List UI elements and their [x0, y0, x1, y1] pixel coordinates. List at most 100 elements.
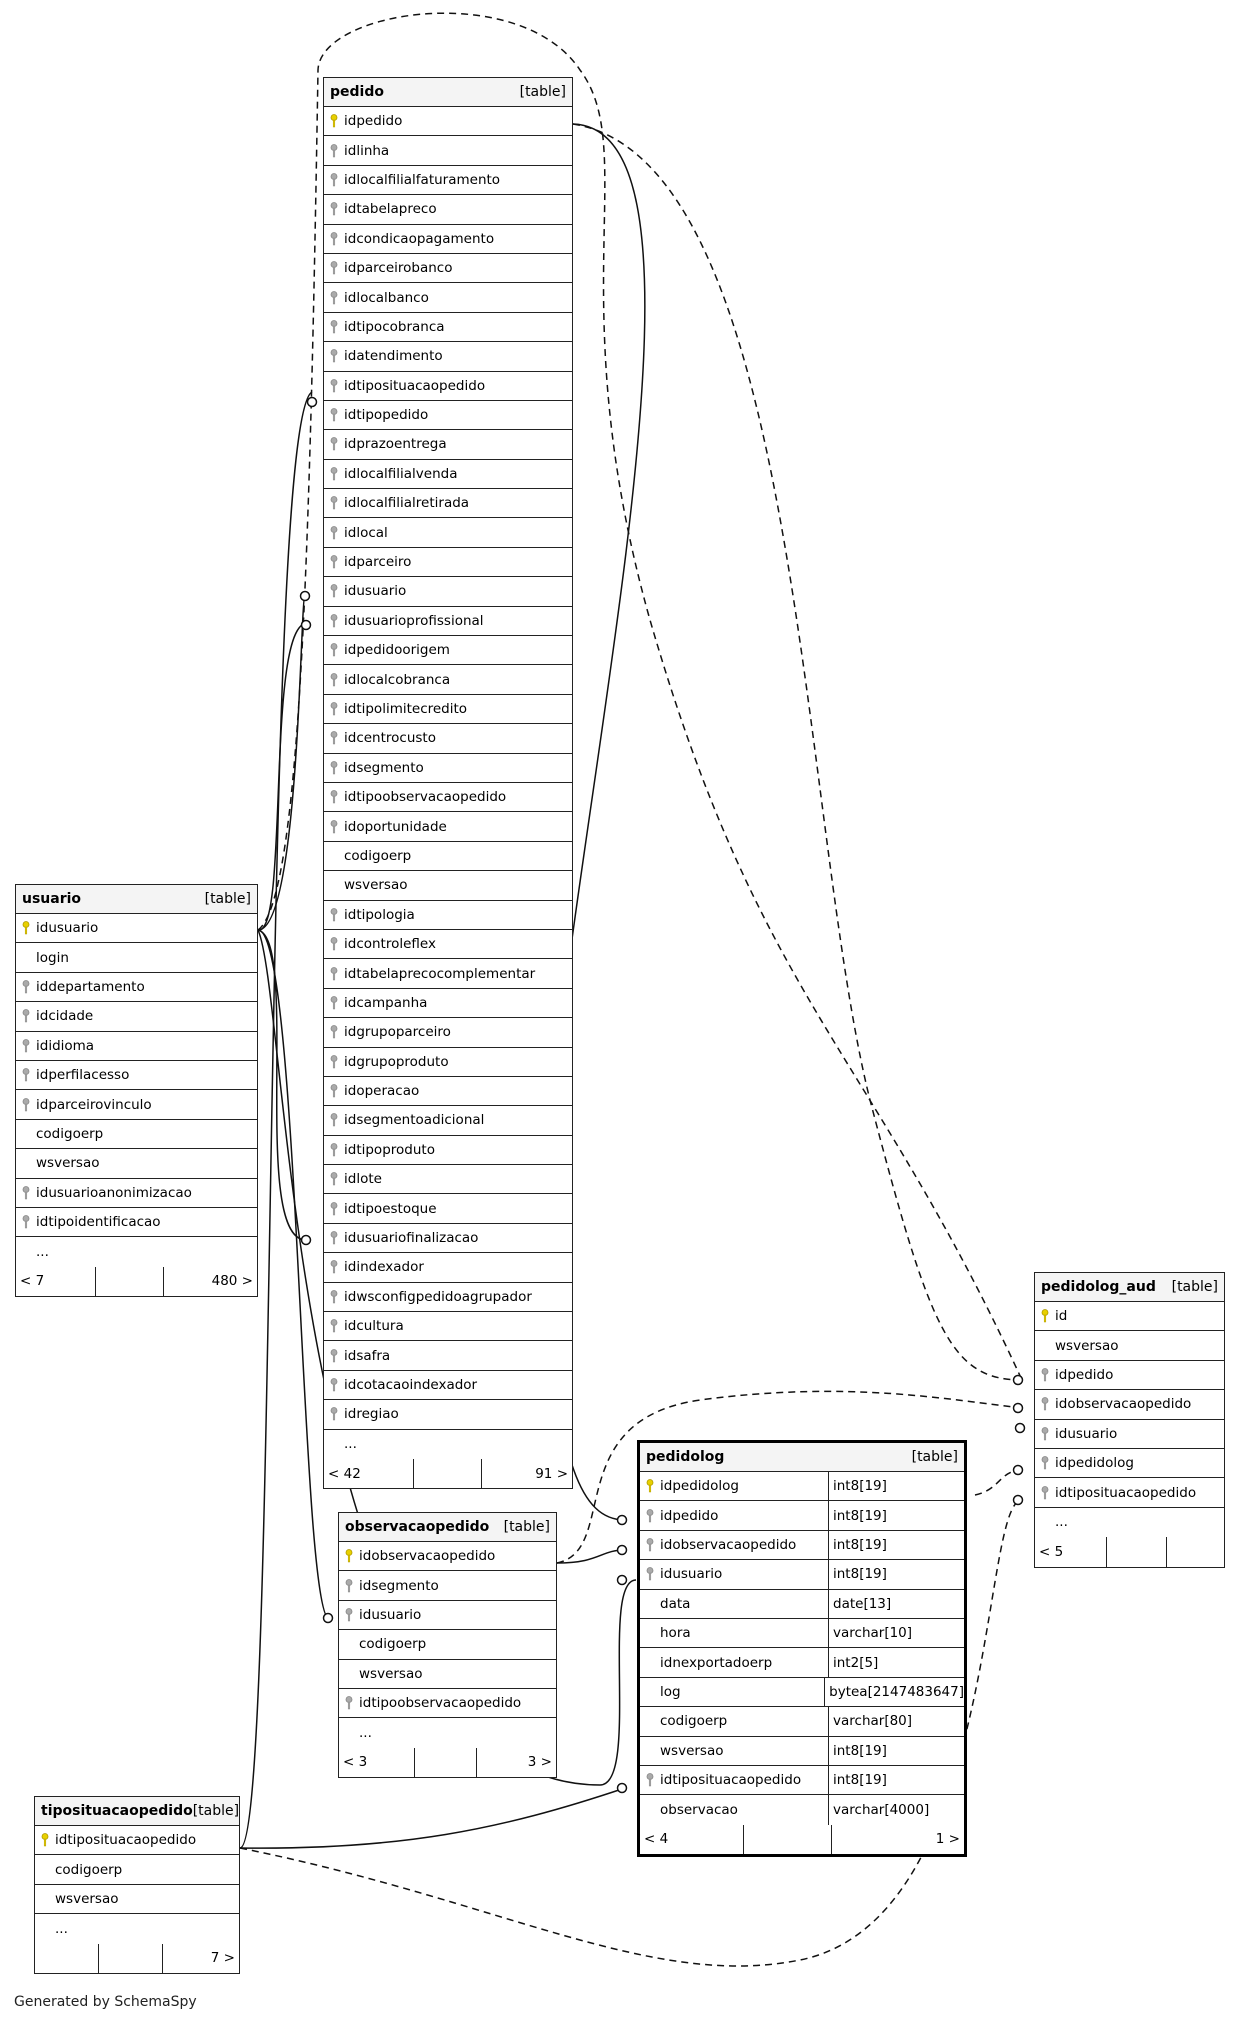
column-name: idlocalcobranca — [344, 671, 451, 688]
column-row: idpedido — [1035, 1361, 1224, 1391]
column-row: ... — [16, 1237, 257, 1266]
column-row: iddepartamento — [16, 973, 257, 1003]
endpoint-circle — [616, 1514, 628, 1526]
stat-parents: < 5 — [1035, 1537, 1107, 1567]
foreign-key-icon — [16, 1038, 36, 1053]
column-row: idcidade — [16, 1002, 257, 1032]
link-tiposituacaopedido-pedidolog — [239, 1787, 626, 1849]
column-row: idwsconfigpedidoagrupador — [324, 1283, 572, 1313]
column-row: idoperacao — [324, 1077, 572, 1107]
column-name: idobservacaopedido — [359, 1548, 496, 1565]
foreign-key-icon — [324, 1054, 344, 1069]
column-name: idtiposituacaopedido — [55, 1832, 197, 1849]
foreign-key-icon — [324, 173, 344, 187]
stat-children — [744, 1824, 832, 1855]
column-name: idsafra — [344, 1347, 391, 1364]
foreign-key-icon — [16, 1068, 36, 1082]
column-name: ... — [55, 1920, 68, 1937]
column-name: idatendimento — [344, 348, 443, 365]
link-pedido-pedidolog-aud-idpedido — [572, 123, 1023, 1381]
column-row: idregiao — [324, 1400, 572, 1430]
column-type: varchar[10] — [828, 1618, 964, 1648]
endpoint-circle — [1012, 1374, 1024, 1386]
table-kind: [table] — [519, 84, 566, 100]
column-name: idparceiro — [344, 554, 412, 571]
foreign-key-icon — [324, 1260, 344, 1274]
endpoint-circle — [616, 1782, 628, 1794]
column-row: idgrupoparceiro — [324, 1018, 572, 1048]
column-name: idpedidolog — [660, 1478, 739, 1495]
column-name: idregiao — [344, 1406, 399, 1423]
foreign-key-icon — [16, 1097, 36, 1112]
column-row: idcampanha — [324, 989, 572, 1019]
table-name: usuario — [22, 891, 82, 907]
endpoint-circle — [306, 396, 318, 408]
column-row: id — [1035, 1302, 1224, 1332]
foreign-key-icon — [324, 996, 344, 1010]
column-name: idparceirobanco — [344, 260, 453, 277]
column-row: idparceirobanco — [324, 254, 572, 284]
column-row: ... — [1035, 1508, 1224, 1537]
foreign-key-icon — [324, 555, 344, 569]
column-name: idcotacaoindexador — [344, 1376, 478, 1393]
endpoint-circle — [616, 1574, 628, 1586]
foreign-key-icon — [324, 643, 344, 657]
column-row: idtipolimitecredito — [324, 695, 572, 725]
table-observacaopedido: observacaopedido [table] idobservacaoped… — [338, 1512, 557, 1779]
column-name: ... — [359, 1725, 372, 1742]
endpoint-circle — [322, 1612, 334, 1624]
column-name: idlocalbanco — [344, 289, 429, 306]
column-name: wsversao — [344, 877, 408, 894]
column-row: idoportunidade — [324, 812, 572, 842]
endpoint-circle — [1012, 1464, 1024, 1476]
foreign-key-icon — [324, 672, 344, 687]
column-name: ... — [36, 1243, 49, 1260]
column-type: bytea[2147483647] — [824, 1677, 964, 1707]
stat-parents — [35, 1943, 99, 1973]
table-kind: [table] — [503, 1519, 550, 1535]
column-name: idcentrocusto — [344, 730, 436, 747]
foreign-key-icon — [324, 261, 344, 275]
column-name: id — [1055, 1308, 1068, 1325]
column-name: idsegmento — [359, 1577, 439, 1594]
column-name: idusuarioprofissional — [344, 612, 484, 629]
endpoint-circle — [1012, 1402, 1024, 1414]
link-tiposituacaopedido-pedidolog-aud — [239, 1499, 1023, 1967]
column-name: idusuario — [1055, 1425, 1118, 1442]
column-row: idpedidoorigem — [324, 636, 572, 666]
foreign-key-icon — [339, 1578, 359, 1593]
column-row: wsversao — [324, 871, 572, 901]
column-row: idcentrocusto — [324, 724, 572, 754]
column-name: idtipoestoque — [344, 1200, 437, 1217]
endpoint-circle — [616, 1544, 628, 1556]
stat-rows: 480 > — [211, 1273, 253, 1290]
column-name: codigoerp — [344, 847, 412, 864]
primary-key-icon — [324, 114, 344, 128]
column-name: idtipoobservacaopedido — [359, 1695, 522, 1712]
foreign-key-icon — [324, 1348, 344, 1363]
column-row: ... — [35, 1914, 239, 1943]
stat-children — [96, 1266, 164, 1297]
column-row: wsversao — [1035, 1331, 1224, 1361]
column-row: login — [16, 943, 257, 973]
foreign-key-icon — [16, 980, 36, 994]
column-name: idoportunidade — [344, 818, 447, 835]
column-type: int8[19] — [828, 1736, 964, 1765]
column-name: idobservacaopedido — [1055, 1396, 1192, 1413]
table-kind: [table] — [911, 1449, 958, 1465]
column-name: idtiposituacaopedido — [1055, 1484, 1197, 1501]
column-name: idtipoidentificacao — [36, 1214, 161, 1231]
column-name: idpedido — [1055, 1366, 1114, 1383]
link-usuario-pedido-dashed — [257, 12, 1023, 1381]
foreign-key-icon — [1035, 1368, 1055, 1382]
foreign-key-icon — [324, 1142, 344, 1157]
foreign-key-icon — [1035, 1426, 1055, 1441]
column-row: idlinha — [324, 136, 572, 166]
table-header: observacaopedido [table] — [339, 1513, 556, 1542]
foreign-key-icon — [324, 907, 344, 922]
column-row: idlocalcobranca — [324, 665, 572, 695]
column-row: idparceiro — [324, 548, 572, 578]
